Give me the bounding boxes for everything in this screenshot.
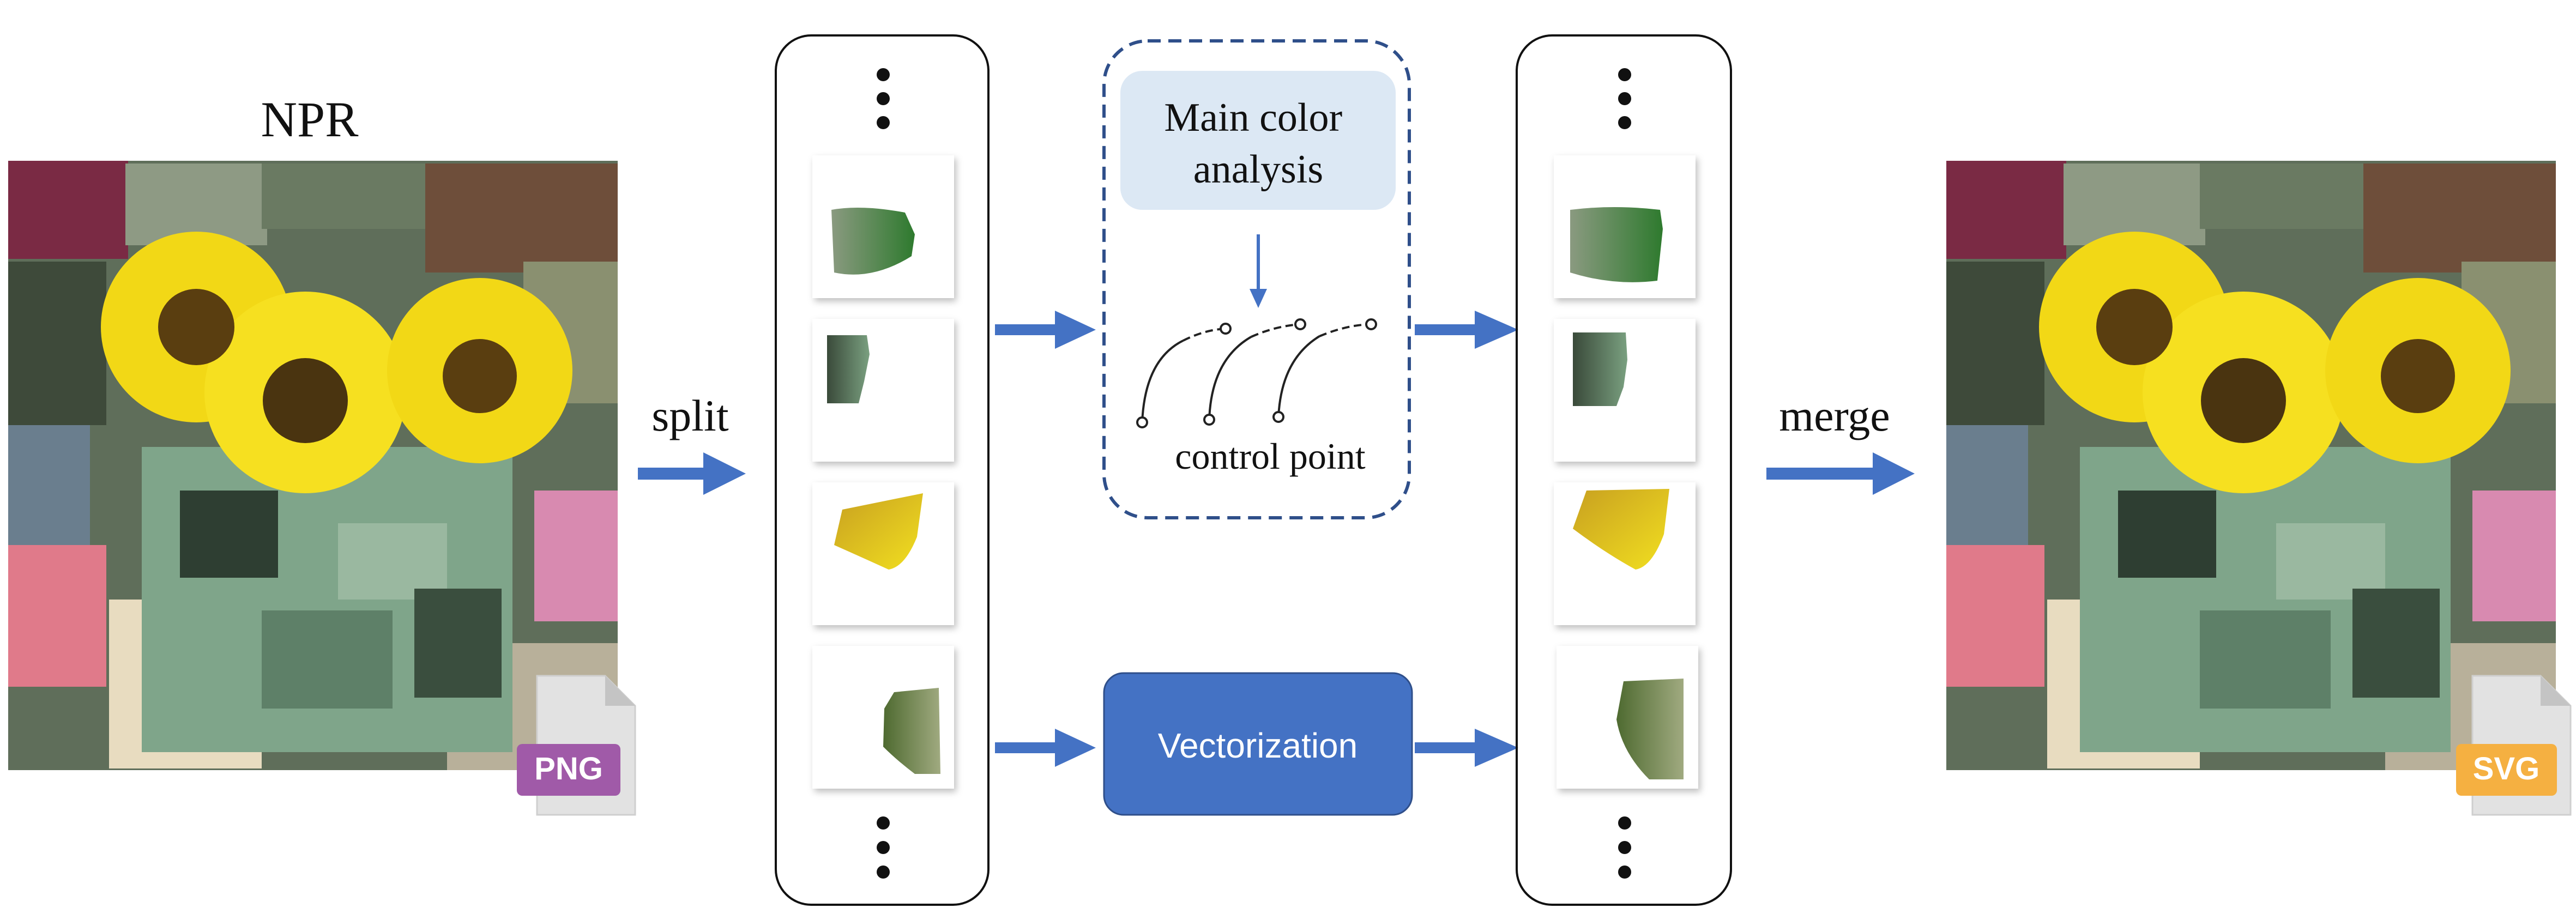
stroke-column-right: [1516, 34, 1732, 906]
merge-arrow: [1766, 452, 1915, 495]
main-color-line-1: Main color: [1164, 95, 1342, 140]
analysis-dashed-frame: [1102, 39, 1411, 519]
png-badge-label: PNG: [534, 751, 603, 786]
svg-file-icon: SVG: [2456, 675, 2572, 816]
png-badge: [517, 744, 620, 796]
png-file-icon: PNG: [517, 675, 636, 816]
ellipsis-top-right: [1618, 68, 1631, 129]
control-point-markers: [1136, 318, 1377, 428]
olive-leaf-stroke: [883, 688, 940, 774]
ellipsis-top-left: [877, 68, 890, 129]
control-point-label: control point: [1175, 435, 1366, 477]
vectorization-box: [1103, 672, 1413, 816]
ellipsis-bottom-left: [877, 816, 890, 879]
green-stroke: [831, 208, 915, 275]
control-point-curves: [1141, 323, 1372, 423]
main-color-analysis-box: [1120, 71, 1396, 210]
ellipsis-bottom-right: [1618, 816, 1631, 879]
dark-green-stroke: [827, 335, 870, 403]
npr-title: NPR: [261, 92, 359, 147]
npr-painting: [8, 161, 618, 770]
split-label: split: [651, 391, 728, 440]
dark-green-vector-stroke: [1573, 332, 1627, 406]
merge-label: merge: [1779, 391, 1890, 440]
yellow-vector-stroke: [1573, 489, 1669, 570]
svg-badge-label: SVG: [2473, 751, 2540, 786]
stroke-column-left: [775, 34, 990, 906]
olive-vector-stroke: [1616, 679, 1684, 779]
arrow-from-vectorization: [1415, 729, 1518, 767]
svg-painting: [1946, 161, 2556, 770]
svg-badge: [2456, 744, 2557, 796]
arrow-from-analysis: [1415, 311, 1518, 349]
yellow-petal-stroke: [834, 493, 923, 570]
main-color-analysis-label: Main color analysis: [1164, 95, 1352, 192]
main-color-line-2: analysis: [1193, 147, 1323, 192]
arrow-to-analysis: [995, 311, 1096, 349]
green-vector-stroke: [1570, 207, 1663, 282]
analysis-down-arrow: [1250, 234, 1267, 308]
split-arrow: [638, 452, 746, 495]
arrow-to-vectorization: [995, 729, 1096, 767]
vectorization-label: Vectorization: [1158, 726, 1358, 765]
